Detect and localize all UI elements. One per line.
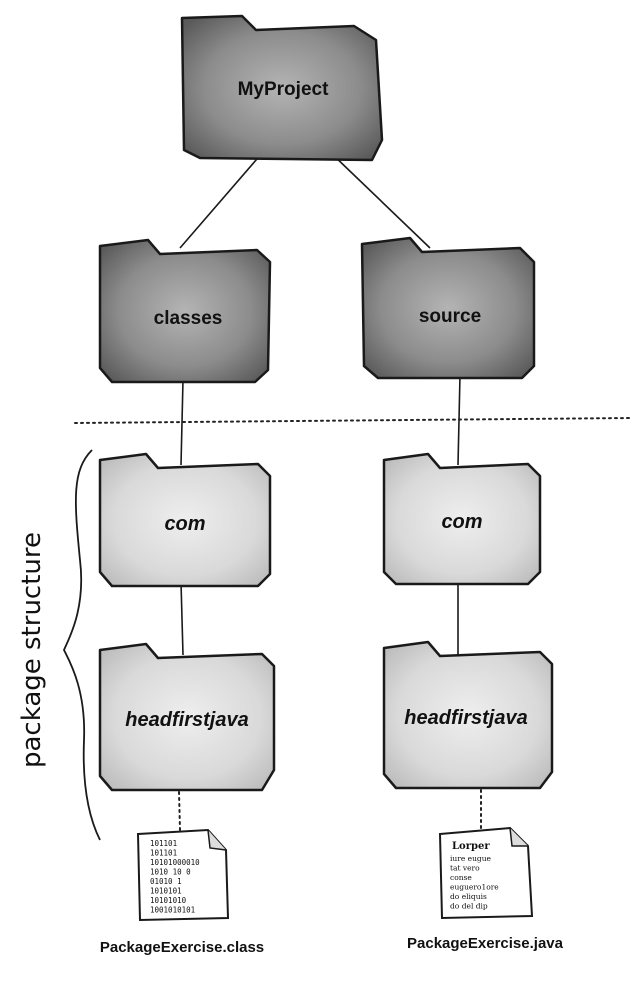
dotted-separator [74,417,631,424]
java_file-line: iure eugue [450,854,492,863]
connector-root-classes [179,151,264,249]
connectors [179,151,461,656]
class-file-name: PackageExercise.class [100,939,264,956]
connector-classes-com [180,379,184,466]
folder-myproject: MyProject [180,14,384,162]
java-file-name: PackageExercise.java [407,935,564,952]
class_file-line: 10101010 [150,896,187,905]
folder-headfirstjava-left: headfirstjava [98,642,276,792]
package-structure-brace [63,449,101,841]
folder-label-com-right: com [441,511,482,533]
package-structure-label: package structure [17,532,47,768]
java_file-line: do eliquis [450,892,487,901]
java-file-title: Lorper [452,841,490,852]
class_file-line: 101101 [150,849,177,858]
class_file-line: 10101000010 [150,858,200,867]
folder-label-com-left: com [164,513,205,535]
dotted-link-class-file [178,791,181,831]
class_file-line: 1010101 [150,887,182,896]
java_file-line: do del dip [450,902,488,911]
class_file-line: 01010 1 [150,877,182,886]
class_file-line: 101101 [150,839,177,848]
java_file-line: euguero1ore [450,883,499,892]
folder-headfirstjava-right: headfirstjava [382,640,554,790]
connector-com-headfirst-left [180,581,184,656]
class_file-line: 1010 10 0 [150,868,191,877]
folder-label-source: source [419,306,481,327]
folder-com-left: com [98,452,272,588]
folder-label-classes: classes [154,308,223,329]
folder-classes: classes [98,238,272,384]
class_file-line: 1001010101 [150,906,195,915]
folder-label-headfirstjava-left: headfirstjava [125,709,248,731]
connector-root-source [329,151,431,249]
folder-source: source [360,236,536,380]
folder-com-right: com [382,452,542,586]
java_file-line: conse [450,873,472,882]
folder-label-headfirstjava-right: headfirstjava [404,707,527,729]
java_file-line: tat vero [450,864,480,873]
folder-label-myproject: MyProject [238,79,329,100]
